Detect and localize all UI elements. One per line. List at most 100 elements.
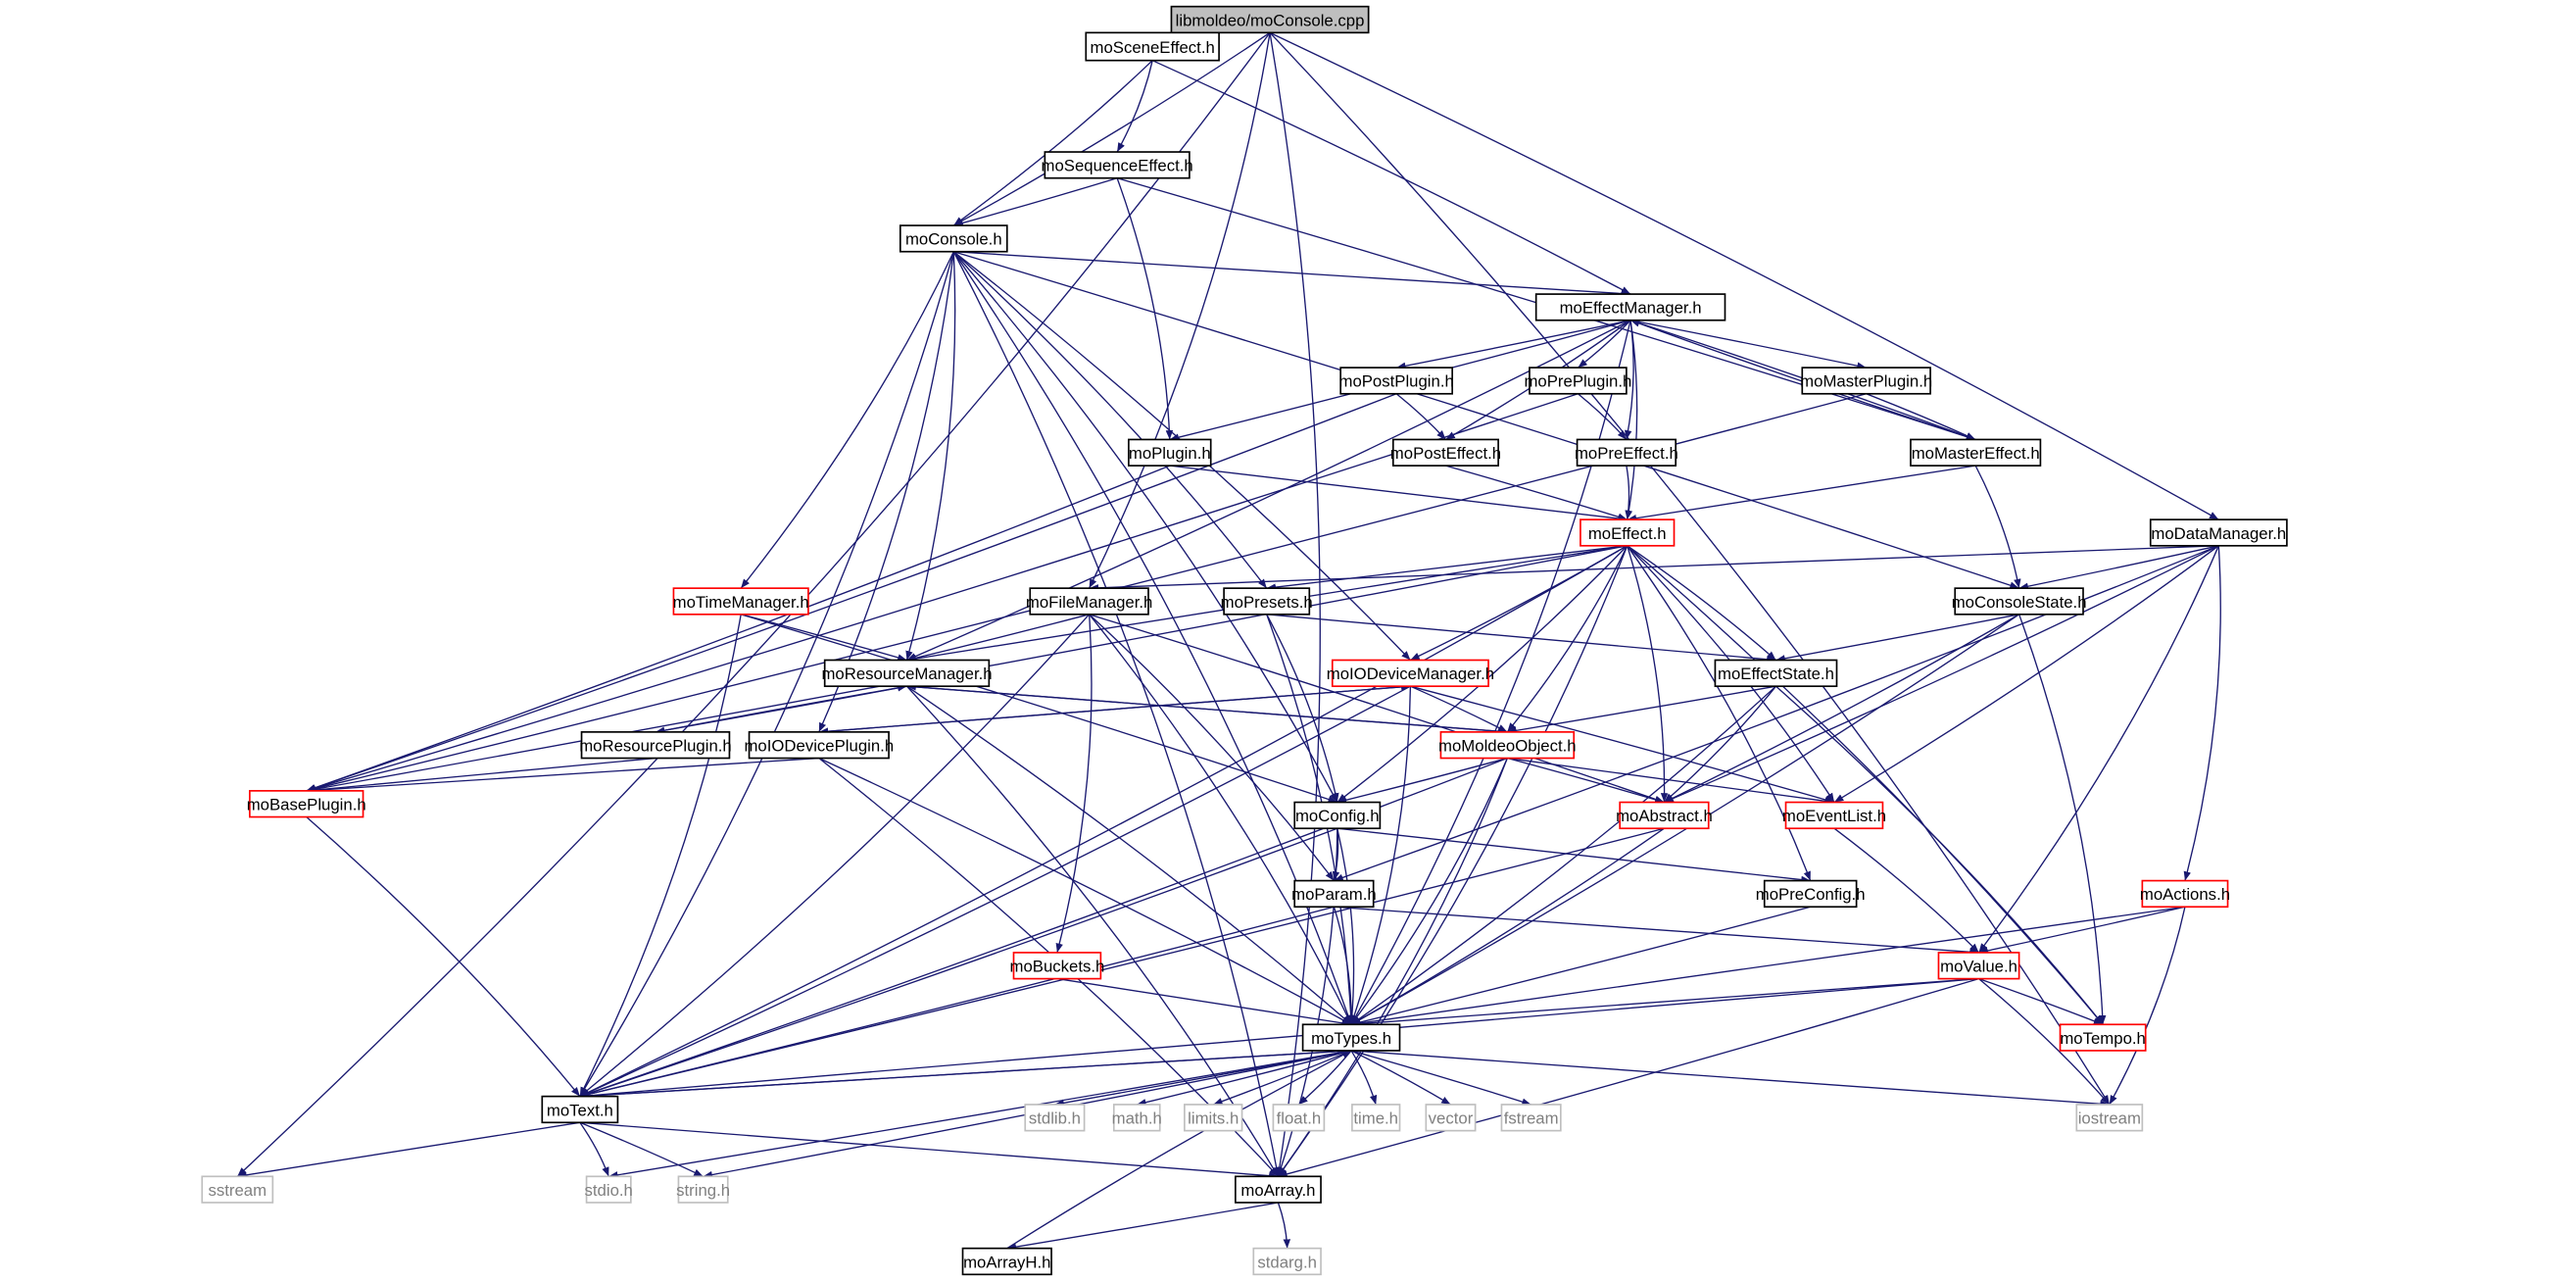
edge-mo-resource-plugin-to-mo-base-plugin [306,757,656,794]
node-label: moActions.h [2140,885,2230,904]
edge-mo-text-to-mo-types [579,1047,1352,1098]
edge-mo-console-to-mo-presets [952,251,1268,589]
node-box [585,1175,632,1204]
node-mo-post-effect[interactable]: moPostEffect.h [1390,438,1501,467]
node-mo-master-effect[interactable]: moMasterEffect.h [1910,438,2042,467]
node-mo-console-state[interactable]: moConsoleState.h [1952,587,2087,616]
node-mo-tempo[interactable]: moTempo.h [2059,1023,2147,1052]
node-label: moPlugin.h [1129,444,1211,463]
node-label: moBasePlugin.h [247,796,366,814]
node-mo-text[interactable]: moText.h [541,1095,619,1124]
edge-mo-value-to-mo-text [579,977,1979,1100]
node-box [1184,1104,1243,1132]
node-label: time.h [1353,1109,1398,1128]
node-label: fstream [1504,1109,1559,1128]
node-mo-console[interactable]: moConsole.h [899,224,1008,253]
node-label: iostream [2078,1109,2141,1128]
node-box [2075,1104,2144,1132]
node-root[interactable]: libmoldeo/moConsole.cpp [1170,5,1370,34]
node-stdarg: stdarg.h [1252,1247,1322,1276]
node-mo-pre-plugin[interactable]: moPrePlugin.h [1524,367,1631,395]
node-label: moConsoleState.h [1952,593,2087,612]
node-mo-moldeo-object[interactable]: moMoldeoObject.h [1438,731,1577,760]
node-mo-effect[interactable]: moEffect.h [1580,518,1676,547]
node-mo-param[interactable]: moParam.h [1291,879,1377,909]
edge-mo-console-to-mo-types [952,251,1352,1025]
edge-mo-pre-plugin-to-mo-base-plugin [306,393,1579,792]
node-mo-abstract[interactable]: moAbstract.h [1616,801,1713,830]
node-mo-post-plugin[interactable]: moPostPlugin.h [1338,367,1454,395]
edge-mo-effect-to-mo-moldeo-object [1506,545,1628,733]
edge-mo-pre-config-to-mo-types [1350,906,1811,1026]
node-mo-iodevice-manager[interactable]: moIODeviceManager.h [1327,659,1494,688]
edge-mo-time-manager-to-mo-resource-manager [741,614,907,662]
node-label: moEventList.h [1782,807,1886,825]
node-mo-scene-effect[interactable]: moSceneEffect.h [1085,31,1220,62]
node-mo-time-manager[interactable]: moTimeManager.h [672,587,809,616]
edge-mo-scene-effect-to-mo-sequence-effect [1116,60,1153,153]
node-label: moSequenceEffect.h [1042,157,1193,175]
edge-mo-console-to-mo-resource-manager [905,251,956,661]
node-mo-array[interactable]: moArray.h [1235,1175,1322,1204]
node-box [1529,367,1628,395]
edge-mo-file-manager-to-mo-param [1089,614,1335,881]
node-mo-pre-effect[interactable]: moPreEffect.h [1575,438,1678,467]
node-mo-plugin[interactable]: moPlugin.h [1128,438,1212,467]
edge-mo-file-manager-to-mo-resource-manager [906,614,1090,662]
edge-mo-data-manager-to-mo-actions [2183,545,2221,881]
node-mo-sequence-effect[interactable]: moSequenceEffect.h [1042,151,1193,179]
node-label: moConsole.h [905,230,1002,249]
edge-mo-effect-to-mo-array [1277,545,1628,1177]
node-box [899,224,1008,253]
node-box [1293,879,1375,909]
node-box [961,1247,1052,1276]
edge-mo-master-plugin-to-mo-master-effect [1866,393,1976,441]
node-mo-data-manager[interactable]: moDataManager.h [2149,518,2288,547]
node-mo-master-plugin[interactable]: moMasterPlugin.h [1800,367,1932,395]
node-mo-pre-config[interactable]: moPreConfig.h [1756,879,1866,909]
node-mo-buckets[interactable]: moBuckets.h [1010,952,1105,980]
node-sstream: sstream [201,1175,274,1204]
edge-mo-console-to-mo-array [952,251,1281,1177]
node-label: moPostPlugin.h [1338,372,1453,391]
edge-mo-text-to-stdio [579,1121,609,1177]
node-mo-types[interactable]: moTypes.h [1301,1023,1401,1052]
node-label: moIODeviceManager.h [1327,665,1494,683]
node-mo-effect-state[interactable]: moEffectState.h [1714,659,1838,688]
node-mo-resource-plugin[interactable]: moResourcePlugin.h [579,731,732,760]
node-mo-file-manager[interactable]: moFileManager.h [1026,587,1152,616]
edge-mo-moldeo-object-to-mo-resource-manager [906,683,1508,733]
node-mo-event-list[interactable]: moEventList.h [1782,801,1886,830]
node-box [1391,438,1499,467]
edge-mo-iodevice-manager-to-mo-types [1350,686,1412,1025]
node-box [677,1175,729,1204]
node-box [2149,518,2288,547]
node-box [1619,801,1710,830]
node-mo-value[interactable]: moValue.h [1937,952,2020,980]
node-box [1112,1104,1161,1132]
node-box [1439,731,1576,760]
node-box [1301,1023,1401,1052]
node-mo-actions[interactable]: moActions.h [2140,879,2230,909]
node-mo-array-h[interactable]: moArrayH.h [961,1247,1052,1276]
edge-mo-effect-to-mo-text [579,545,1628,1098]
node-mo-effect-manager[interactable]: moEffectManager.h [1534,293,1726,321]
node-mo-iodevice-plugin[interactable]: moIODevicePlugin.h [744,731,894,760]
node-label: moPreConfig.h [1756,885,1866,904]
edge-mo-console-state-to-mo-abstract [1664,614,2019,804]
edge-mo-console-to-mo-effect-manager [953,251,1631,298]
node-mo-resource-manager[interactable]: moResourceManager.h [821,659,993,688]
node-label: moEffectManager.h [1560,299,1702,318]
node-label: moDataManager.h [2151,524,2286,543]
node-label: moResourcePlugin.h [579,737,732,756]
edge-mo-post-plugin-to-mo-post-effect [1395,393,1446,440]
node-label: moSceneEffect.h [1091,38,1215,57]
edge-mo-plugin-to-mo-effect [1169,465,1628,522]
node-label: moArrayH.h [963,1253,1050,1271]
node-mo-config[interactable]: moConfig.h [1293,801,1382,830]
node-box [1331,659,1489,688]
edge-mo-effect-state-to-mo-moldeo-object [1507,685,1776,735]
edge-mo-console-to-mo-text [579,251,954,1097]
node-mo-base-plugin[interactable]: moBasePlugin.h [247,790,366,818]
node-mo-presets[interactable]: moPresets.h [1221,587,1313,616]
